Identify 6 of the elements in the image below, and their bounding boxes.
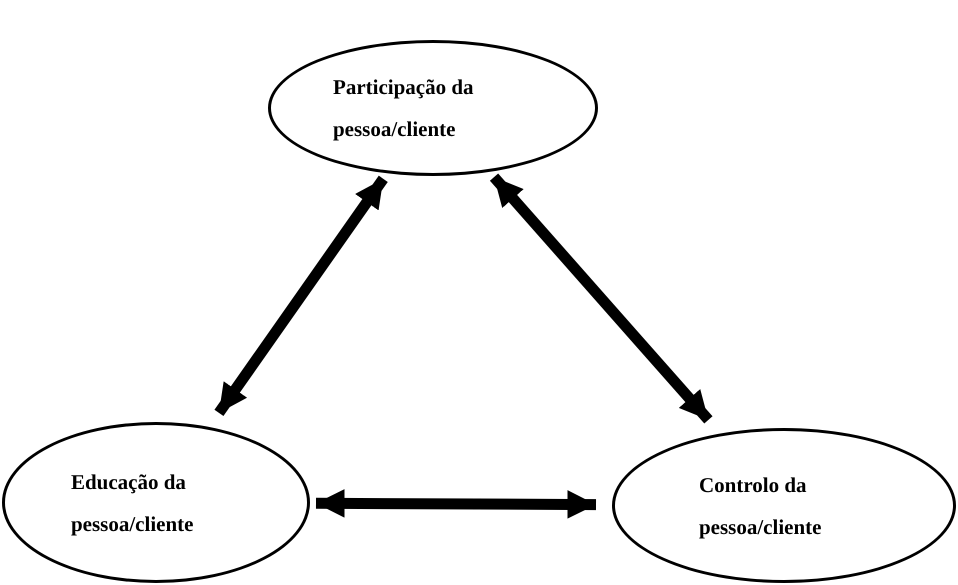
- node-label: Educação da pessoa/cliente: [71, 468, 194, 538]
- double-arrow: [214, 176, 388, 416]
- node-label: Controlo da pessoa/cliente: [699, 472, 822, 540]
- double-arrow: [490, 173, 713, 424]
- node-label: Participação da pessoa/cliente: [333, 74, 475, 143]
- double-arrow: [316, 489, 596, 519]
